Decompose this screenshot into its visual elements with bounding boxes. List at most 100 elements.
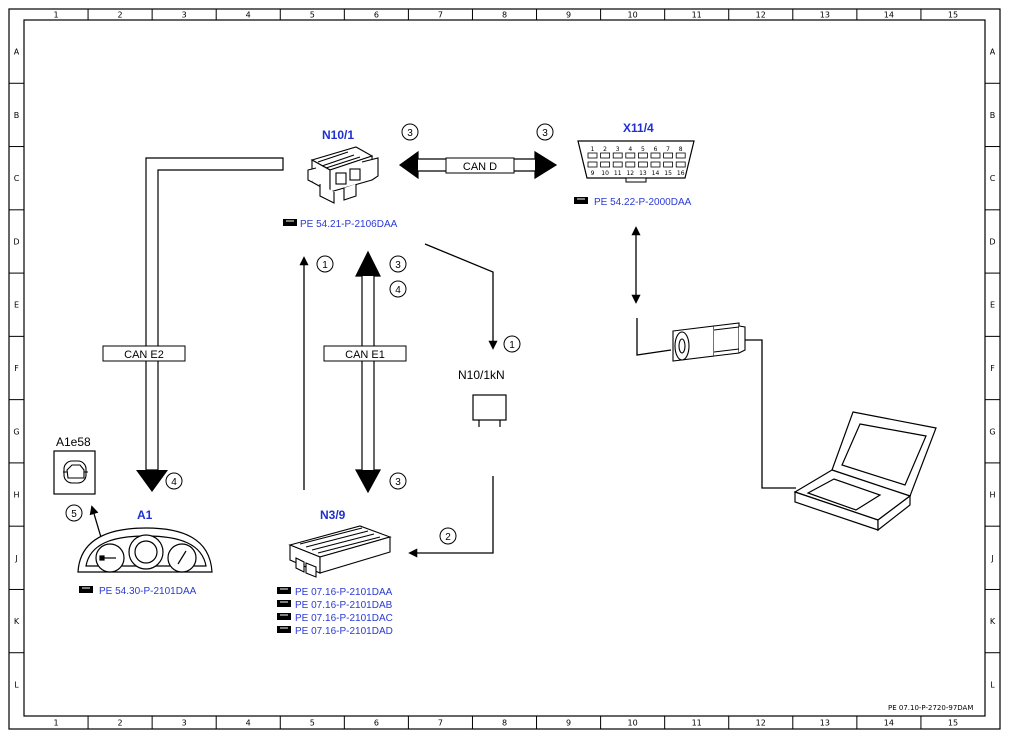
svg-text:16: 16	[677, 170, 685, 177]
svg-text:10: 10	[601, 170, 609, 177]
callout-can-e1-top-b: 4	[389, 280, 407, 298]
a1-reference[interactable]: PE 54.30-P-2101DAA	[79, 586, 197, 597]
row-label: G	[989, 427, 995, 436]
diagnostic-link	[631, 226, 796, 489]
instrument-cluster-icon	[77, 527, 213, 573]
n3-9-reference[interactable]: PE 07.16-P-2101DAC	[277, 613, 393, 624]
column-label: 3	[182, 11, 187, 20]
book-icon	[277, 600, 291, 607]
n3-9-ref-text: PE 07.16-P-2101DAC	[295, 613, 393, 624]
callout-a1e58: 5	[65, 504, 83, 522]
svg-text:1: 1	[509, 340, 515, 351]
row-label: D	[13, 237, 19, 246]
svg-text:3: 3	[542, 128, 548, 139]
row-label: C	[14, 174, 20, 183]
obd-pin: 3	[612, 146, 623, 159]
row-label: J	[14, 554, 17, 563]
svg-text:5: 5	[641, 146, 645, 153]
n3-9-label: N3/9	[320, 508, 346, 522]
column-label: 10	[628, 719, 638, 728]
callout-n10-1kn-out: 2	[439, 527, 457, 545]
engine-warning-icon	[63, 460, 88, 484]
n3-9-reference[interactable]: PE 07.16-P-2101DAD	[277, 626, 393, 637]
column-label: 7	[438, 11, 443, 20]
svg-text:15: 15	[664, 170, 672, 177]
svg-text:6: 6	[654, 146, 658, 153]
obd-pin: 6	[650, 146, 661, 159]
book-icon	[277, 613, 291, 620]
book-icon	[79, 586, 93, 593]
column-label: 10	[628, 11, 638, 20]
column-label: 11	[692, 719, 702, 728]
x11-4-label: X11/4	[623, 121, 654, 135]
row-label: D	[989, 237, 995, 246]
x11-4-reference[interactable]: PE 54.22-P-2000DAA	[574, 197, 692, 208]
row-label: A	[14, 48, 20, 57]
svg-text:9: 9	[591, 170, 595, 177]
book-icon	[277, 587, 291, 594]
row-label: F	[14, 364, 19, 373]
row-label: B	[14, 111, 20, 120]
obd-pin: 7	[663, 146, 673, 159]
svg-text:8: 8	[679, 146, 683, 153]
drawing-frame	[8, 8, 1001, 730]
document-id: PE 07.10-P-2720-97DAM	[888, 704, 973, 712]
column-label: 3	[182, 719, 187, 728]
callout-n10-1kn-in: 1	[503, 335, 521, 353]
n10-1kn-label: N10/1kN	[458, 368, 505, 382]
column-label: 8	[502, 719, 507, 728]
svg-text:3: 3	[407, 128, 413, 139]
book-icon	[277, 626, 291, 633]
obd-pin: 16	[675, 161, 686, 177]
book-icon	[574, 197, 588, 204]
n3-9-reference[interactable]: PE 07.16-P-2101DAA	[277, 587, 393, 598]
column-label: 15	[948, 719, 958, 728]
row-label: J	[990, 554, 993, 563]
a1e58-label: A1e58	[56, 435, 91, 449]
svg-text:4: 4	[628, 146, 632, 153]
callout-can-e1-bottom: 3	[389, 472, 407, 490]
column-label: 12	[756, 11, 766, 20]
svg-text:13: 13	[639, 170, 647, 177]
svg-text:4: 4	[171, 477, 177, 488]
svg-text:2: 2	[445, 532, 451, 543]
obd-pin: 1	[587, 146, 598, 159]
svg-text:3: 3	[395, 260, 401, 271]
n10-1-reference[interactable]: PE 54.21-P-2106DAA	[283, 219, 398, 230]
obd-pin: 10	[600, 161, 610, 177]
n10-1-module: N10/1 PE 54.21-P-2106DAA	[283, 128, 398, 230]
row-label: C	[990, 174, 996, 183]
can-d-bus: CAN D	[398, 150, 558, 180]
column-label: 2	[118, 11, 123, 20]
svg-text:3: 3	[395, 477, 401, 488]
svg-text:7: 7	[666, 146, 670, 153]
column-label: 9	[566, 719, 571, 728]
column-label: 15	[948, 11, 958, 20]
obd-pin: 13	[638, 161, 648, 177]
diagnostic-adapter-icon	[672, 322, 746, 362]
n10-1kn-relay: N10/1kN	[458, 368, 507, 427]
n3-9-ref-text: PE 07.16-P-2101DAD	[295, 626, 393, 637]
row-label: F	[990, 364, 995, 373]
n3-9-ref-text: PE 07.16-P-2101DAB	[295, 600, 393, 611]
n3-9-reference[interactable]: PE 07.16-P-2101DAB	[277, 600, 393, 611]
n3-9-references: PE 07.16-P-2101DAA PE 07.16-P-2101DAB PE 0…	[277, 587, 393, 637]
a1e58-indicator: A1e58	[53, 435, 96, 495]
row-label: K	[14, 617, 20, 626]
svg-text:14: 14	[652, 170, 660, 177]
n10-1-ref-text: PE 54.21-P-2106DAA	[300, 219, 398, 230]
svg-text:12: 12	[626, 170, 634, 177]
can-e2-bus: CAN E2	[102, 157, 284, 492]
signal-line-n10-1kn-to-n3-9	[408, 476, 494, 558]
obd-pin: 4	[625, 146, 636, 159]
column-label: 14	[884, 719, 894, 728]
column-label: 4	[246, 719, 251, 728]
callout-can-d-right: 3	[536, 123, 554, 141]
row-label: A	[990, 48, 996, 57]
a1-instrument-cluster: A1 PE 54.30-P-2101DAA	[77, 508, 213, 597]
